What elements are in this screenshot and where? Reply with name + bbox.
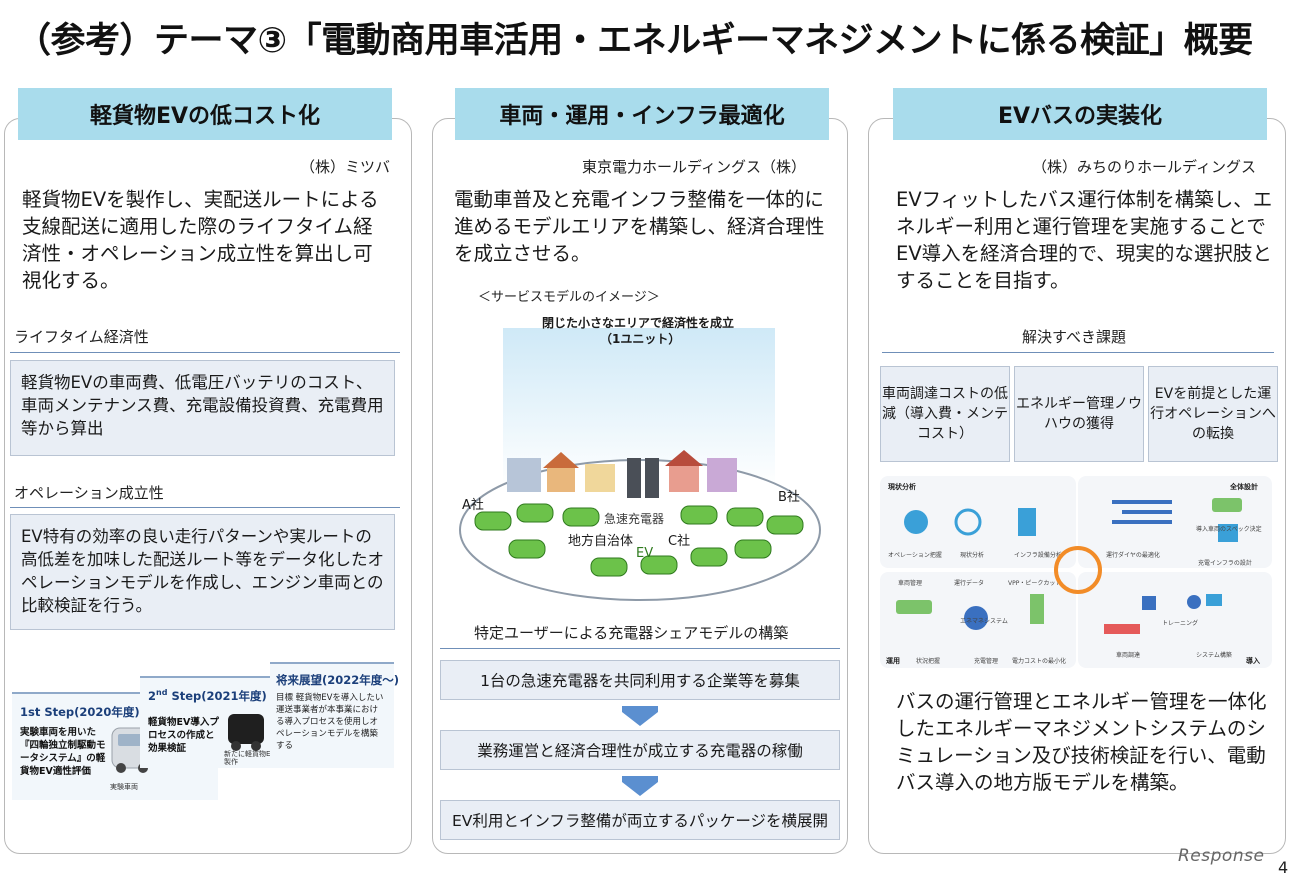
col1-sec2-rule (10, 507, 400, 508)
col3-company: （株）みちのりホールディングス (1032, 158, 1256, 176)
col1-sec1-label: ライフタイム経済性 (14, 328, 149, 346)
col1-sec1-box: 軽貨物EVの車両費、低電圧バッテリのコスト、車両メンテナンス費、充電設備投資費、… (10, 360, 395, 456)
step1-text: 実験車両を用いた『四輪独立制駆動モータシステム』の軽貨物EV適性評価 (20, 727, 106, 777)
quad-br-label: 導入 (1246, 657, 1260, 665)
q-tr-item-3: 充電インフラの設計 (1198, 560, 1252, 567)
quad-operation: 車両管理 運行データ VPP・ピークカット エネマネシステム 運用 状況把握 充… (880, 572, 1076, 668)
q-bl-item-4: エネマネシステム (960, 618, 1008, 625)
quad-current-analysis: 現状分析 オペレーション把握 現状分析 インフラ設備分析 (880, 476, 1076, 568)
q-br-item-1: トレーニング (1162, 620, 1199, 627)
q-bl-item-3: VPP・ピークカット (1008, 580, 1062, 587)
flow-arrow-1 (622, 706, 658, 726)
implementation-icons (1104, 594, 1222, 634)
q-bl-item-5: 状況把握 (916, 658, 941, 665)
col1-lead: 軽貨物EVを製作し、実配送ルートによる支線配送に適用した際のライフタイム経済性・… (22, 188, 379, 292)
quick-charger-icon (627, 458, 641, 498)
label-company-a: A社 (462, 498, 484, 513)
q-tl-item-2: 現状分析 (960, 552, 985, 559)
col3-lead: EVフィットしたバス運行体制を構築し、エネルギー利用と運行管理を実施することでE… (896, 188, 1273, 292)
col2-header: 車両・運用・インフラ最適化 (455, 88, 829, 140)
step3-text: 目標 軽貨物EVを導入したい運送事業者が本事業における導入プロセスを使用しオペレ… (276, 693, 384, 751)
col3-header: EVバスの実装化 (893, 88, 1267, 140)
issue-box-2: エネルギー管理ノウハウの獲得 (1014, 366, 1144, 462)
step2-image-caption: 新たに軽貨物EVを製作 (224, 750, 283, 766)
new-ev-icon (228, 714, 264, 751)
step1-image-caption: 実験車両 (110, 783, 138, 791)
step2-text: 軽貨物EV導入プロセスの作成と効果検証 (148, 717, 219, 754)
q-br-item-2: 車両調達 (1116, 652, 1141, 659)
service-model-caption: ＜サービスモデルのイメージ＞ (478, 290, 660, 305)
q-tl-item-1: オペレーション把握 (888, 552, 942, 559)
houses-group (507, 450, 737, 492)
label-ev: EV (636, 546, 654, 561)
step1-title: 1st Step(2020年度) (20, 705, 140, 719)
response-logo: Response (1178, 846, 1265, 866)
col1-sec1-rule (10, 352, 400, 353)
issue-box-3: EVを前提とした運行オペレーションへの転換 (1148, 366, 1278, 462)
step3-panel: 将来展望(2022年度～) 目標 軽貨物EVを導入したい運送事業者が本事業におけ… (270, 662, 399, 768)
quad-implementation: トレーニング 車両調達 システム構築 導入 (1078, 572, 1272, 668)
label-company-c: C社 (668, 534, 691, 549)
issue-box-1: 車両調達コストの低減（導入費・メンテコスト） (880, 366, 1010, 462)
label-company-b: B社 (778, 490, 800, 505)
q-bl-item-6: 充電管理 (974, 658, 999, 665)
service-title-2: （1ユニット） (600, 332, 681, 346)
quad-overall-design: 全体設計 運行ダイヤの最適化 導入車両のスペック決定 充電インフラの設計 (1078, 476, 1272, 568)
q-tr-item-1: 運行ダイヤの最適化 (1106, 552, 1160, 559)
page-number: 4 (1278, 858, 1289, 877)
q-tr-item-2: 導入車両のスペック決定 (1196, 526, 1262, 533)
col1-sec2-box: EV特有の効率の良い走行パターンや実ルートの高低差を加味した配送ルート等をデータ… (10, 514, 395, 630)
flow-step-3: EV利用とインフラ整備が両立するパッケージを横展開 (440, 800, 840, 840)
step2-title: 2nd Step(2021年度) (148, 688, 267, 703)
q-tl-item-3: インフラ設備分析 (1014, 552, 1062, 559)
col2-lead: 電動車普及と充電インフラ整備を一体的に進めるモデルエリアを構築し、経済合理性を成… (454, 188, 825, 265)
q-bl-item-1: 車両管理 (898, 580, 923, 587)
share-model-title: 特定ユーザーによる充電器シェアモデルの構築 (474, 624, 789, 642)
flow-arrow-2 (622, 776, 658, 796)
label-local-gov: 地方自治体 (568, 534, 634, 549)
col2-company: 東京電力ホールディングス（株） (582, 158, 806, 176)
col1-sec2-label: オペレーション成立性 (14, 484, 164, 502)
cycle-arrows-icon (1054, 546, 1102, 594)
service-model-illustration (459, 328, 821, 601)
flow-step-2: 業務運営と経済合理性が成立する充電器の稼働 (440, 730, 840, 770)
design-icons (1112, 498, 1242, 542)
step3-title: 将来展望(2022年度～) (276, 673, 400, 687)
col3-lead2: バスの運行管理とエネルギー管理を一体化したエネルギーマネジメントシステムのシミュ… (896, 690, 1267, 794)
q-br-item-3: システム構築 (1196, 652, 1232, 659)
operation-icons (896, 594, 1044, 630)
quad-tl-label: 現状分析 (888, 483, 916, 491)
share-model-rule (440, 648, 840, 649)
service-title-1: 閉じた小さなエリアで経済性を成立 (542, 316, 735, 330)
q-bl-item-2: 運行データ (954, 580, 985, 587)
issues-rule (882, 352, 1274, 353)
label-quick-charger: 急速充電器 (604, 512, 665, 526)
q-bl-item-7: 電力コストの最小化 (1012, 658, 1067, 665)
col1-company: （株）ミツバ (300, 158, 391, 176)
quad-bl-label: 運用 (886, 657, 900, 665)
quad-tr-label: 全体設計 (1230, 483, 1258, 491)
col1-header: 軽貨物EVの低コスト化 (18, 88, 392, 140)
issues-label: 解決すべき課題 (1022, 328, 1126, 346)
page-title: （参考）テーマ③「電動商用車活用・エネルギーマネジメントに係る検証」概要 (16, 21, 1253, 61)
flow-step-1: 1台の急速充電器を共同利用する企業等を募集 (440, 660, 840, 700)
analysis-icons (904, 508, 1036, 536)
